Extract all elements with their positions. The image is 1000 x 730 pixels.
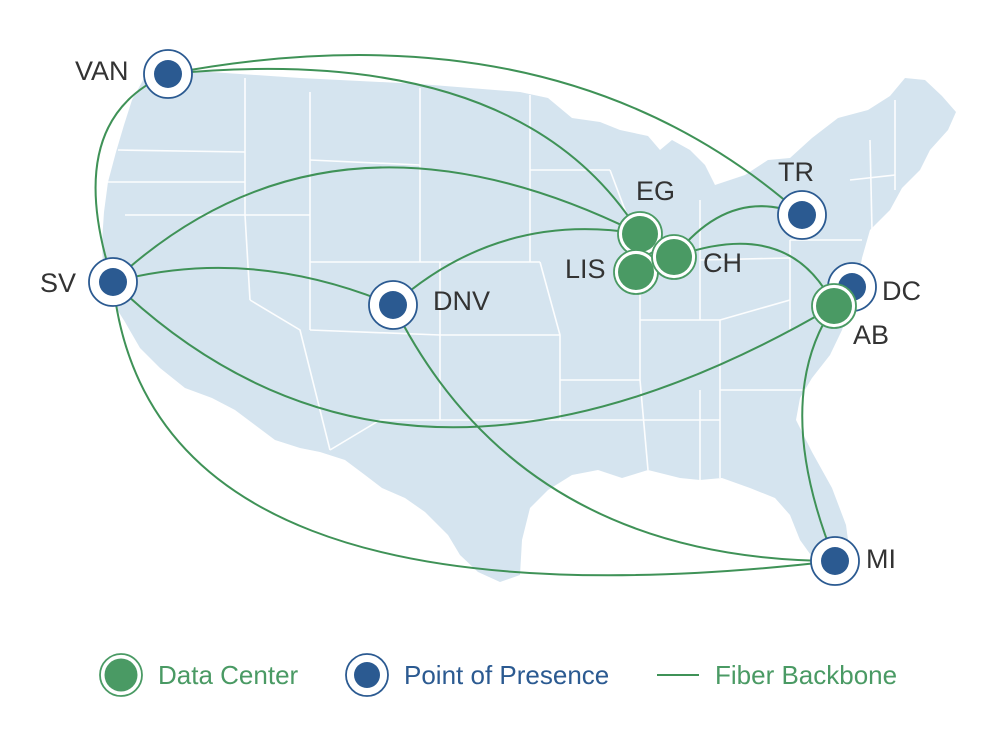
- data-center-dot: [816, 288, 852, 324]
- state-borders: [108, 78, 896, 480]
- fiber-link-sv-dnv: [112, 266, 394, 306]
- node-label-ab: AB: [853, 320, 889, 350]
- point-of-presence-dot: [99, 268, 127, 296]
- fiber-link-sv-eg: [112, 166, 641, 283]
- state-border: [309, 329, 441, 336]
- fiber-link-van-eg: [167, 68, 641, 235]
- fiber-link-dnv-eg: [392, 228, 641, 306]
- node-label-mi: MI: [866, 544, 896, 574]
- fiber-link-ch-ab: [673, 242, 835, 307]
- node-label-lis: LIS: [565, 254, 606, 284]
- fiber-link-sv-mi: [112, 281, 836, 577]
- point-of-presence-dot: [154, 60, 182, 88]
- state-border: [699, 257, 791, 261]
- node-label-sv: SV: [40, 268, 76, 298]
- legend-point-of-presence-label: Point of Presence: [404, 659, 610, 690]
- state-border: [117, 149, 246, 153]
- node-mi: [810, 536, 860, 586]
- node-label-van: VAN: [75, 56, 129, 86]
- data-center-dot: [656, 239, 692, 275]
- state-border: [849, 174, 896, 181]
- node-label-tr: TR: [778, 157, 814, 187]
- fiber-link-ab-mi: [801, 305, 836, 562]
- node-ch: [651, 234, 697, 280]
- node-eg: [617, 211, 663, 257]
- data-center-dot: [618, 254, 654, 290]
- legend-data-center: Data Center: [98, 645, 298, 705]
- legend-fiber-backbone-label: Fiber Backbone: [715, 659, 898, 690]
- state-border: [329, 419, 381, 451]
- data-center-dot: [622, 216, 658, 252]
- fiber-link-van-tr: [167, 54, 803, 216]
- node-label-ch: CH: [703, 248, 742, 278]
- point-of-presence-dot: [379, 291, 407, 319]
- node-label-eg: EG: [636, 176, 675, 206]
- fiber-link-sv-ab: [112, 281, 835, 429]
- fiber-line-symbol: [657, 674, 699, 676]
- legend-fiber-backbone: Fiber Backbone: [655, 645, 897, 705]
- node-dnv: [368, 280, 418, 330]
- fiber-link-van-sv: [94, 73, 169, 283]
- us-landmass: [102, 65, 956, 582]
- legend-data-center-label: Data Center: [158, 659, 299, 690]
- network-nodes: VAN SV DNV TR DC MI EG LIS CH AB: [40, 49, 921, 586]
- node-label-dc: DC: [882, 276, 921, 306]
- fiber-backbone-links: [94, 54, 836, 577]
- legend-point-of-presence: Point of Presence: [344, 645, 609, 705]
- point-of-presence-symbol: [345, 653, 389, 697]
- node-tr: [777, 190, 827, 240]
- point-of-presence-dot: [788, 201, 816, 229]
- state-border: [869, 139, 873, 231]
- node-van: [143, 49, 193, 99]
- state-border: [539, 261, 561, 420]
- node-ab: [811, 283, 857, 329]
- state-border: [249, 299, 331, 451]
- data-center-symbol: [99, 653, 143, 697]
- node-label-dnv: DNV: [433, 286, 490, 316]
- point-of-presence-dot: [821, 547, 849, 575]
- fiber-link-dnv-mi: [392, 304, 836, 562]
- state-border: [719, 299, 791, 321]
- node-sv: [88, 257, 138, 307]
- state-border: [309, 159, 421, 166]
- legend: Data Center Point of Presence Fiber Back…: [0, 645, 1000, 705]
